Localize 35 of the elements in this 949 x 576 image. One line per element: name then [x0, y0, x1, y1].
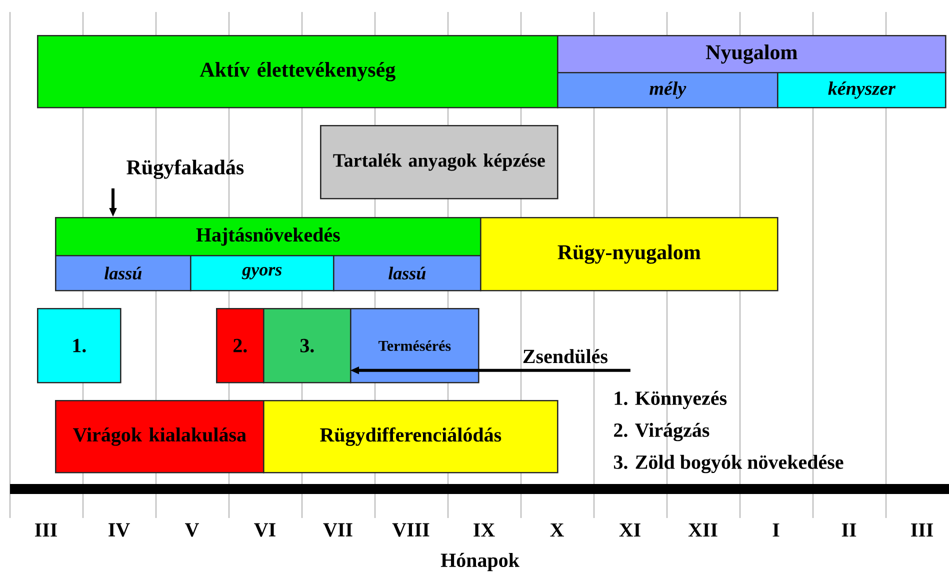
month-label: XI: [619, 523, 640, 537]
month-label: XII: [688, 523, 718, 537]
process-box: Tartalék anyagok képzése: [320, 125, 558, 200]
phase-box: 3.: [263, 308, 352, 384]
phase-box: Virágok kialakulása: [55, 400, 264, 474]
event-label: Rügyfakadás: [126, 160, 244, 179]
key-entry: 3. Zöld bogyók növekedése: [614, 454, 844, 474]
subphase-band: mély: [557, 72, 778, 108]
phase-band: Hajtásnövekedés: [55, 217, 482, 256]
phase-box: Termésérés: [350, 308, 480, 384]
month-label: II: [842, 523, 856, 537]
phase-band: Nyugalom: [557, 35, 946, 74]
month-label: V: [185, 523, 199, 537]
phase-band: Aktív élettevékenység: [37, 35, 558, 108]
key-entry: 1. Könnyezés: [614, 390, 727, 410]
month-label: III: [35, 523, 57, 537]
month-label: VII: [323, 523, 352, 537]
key-entry: 2. Virágzás: [614, 422, 710, 442]
month-label: III: [911, 523, 933, 537]
subphase-band: kényszer: [777, 72, 946, 108]
event-label: Zsendülés: [523, 349, 608, 364]
month-label: X: [550, 523, 564, 537]
subphase-band: gyors: [190, 255, 334, 292]
axis-title: Hónapok: [440, 552, 520, 572]
phase-box: 2.: [216, 308, 264, 384]
month-label: VI: [254, 523, 276, 537]
phase-box: Rügydifferenciálódás: [263, 400, 558, 474]
month-label: IV: [108, 523, 130, 537]
subphase-band: lassú: [55, 255, 192, 292]
phase-band: Rügy-nyugalom: [480, 217, 778, 292]
subphase-band: lassú: [333, 255, 482, 292]
month-label: IX: [474, 523, 495, 537]
month-label: VIII: [392, 523, 430, 537]
month-label: I: [772, 523, 780, 537]
phase-box: 1.: [37, 308, 122, 384]
